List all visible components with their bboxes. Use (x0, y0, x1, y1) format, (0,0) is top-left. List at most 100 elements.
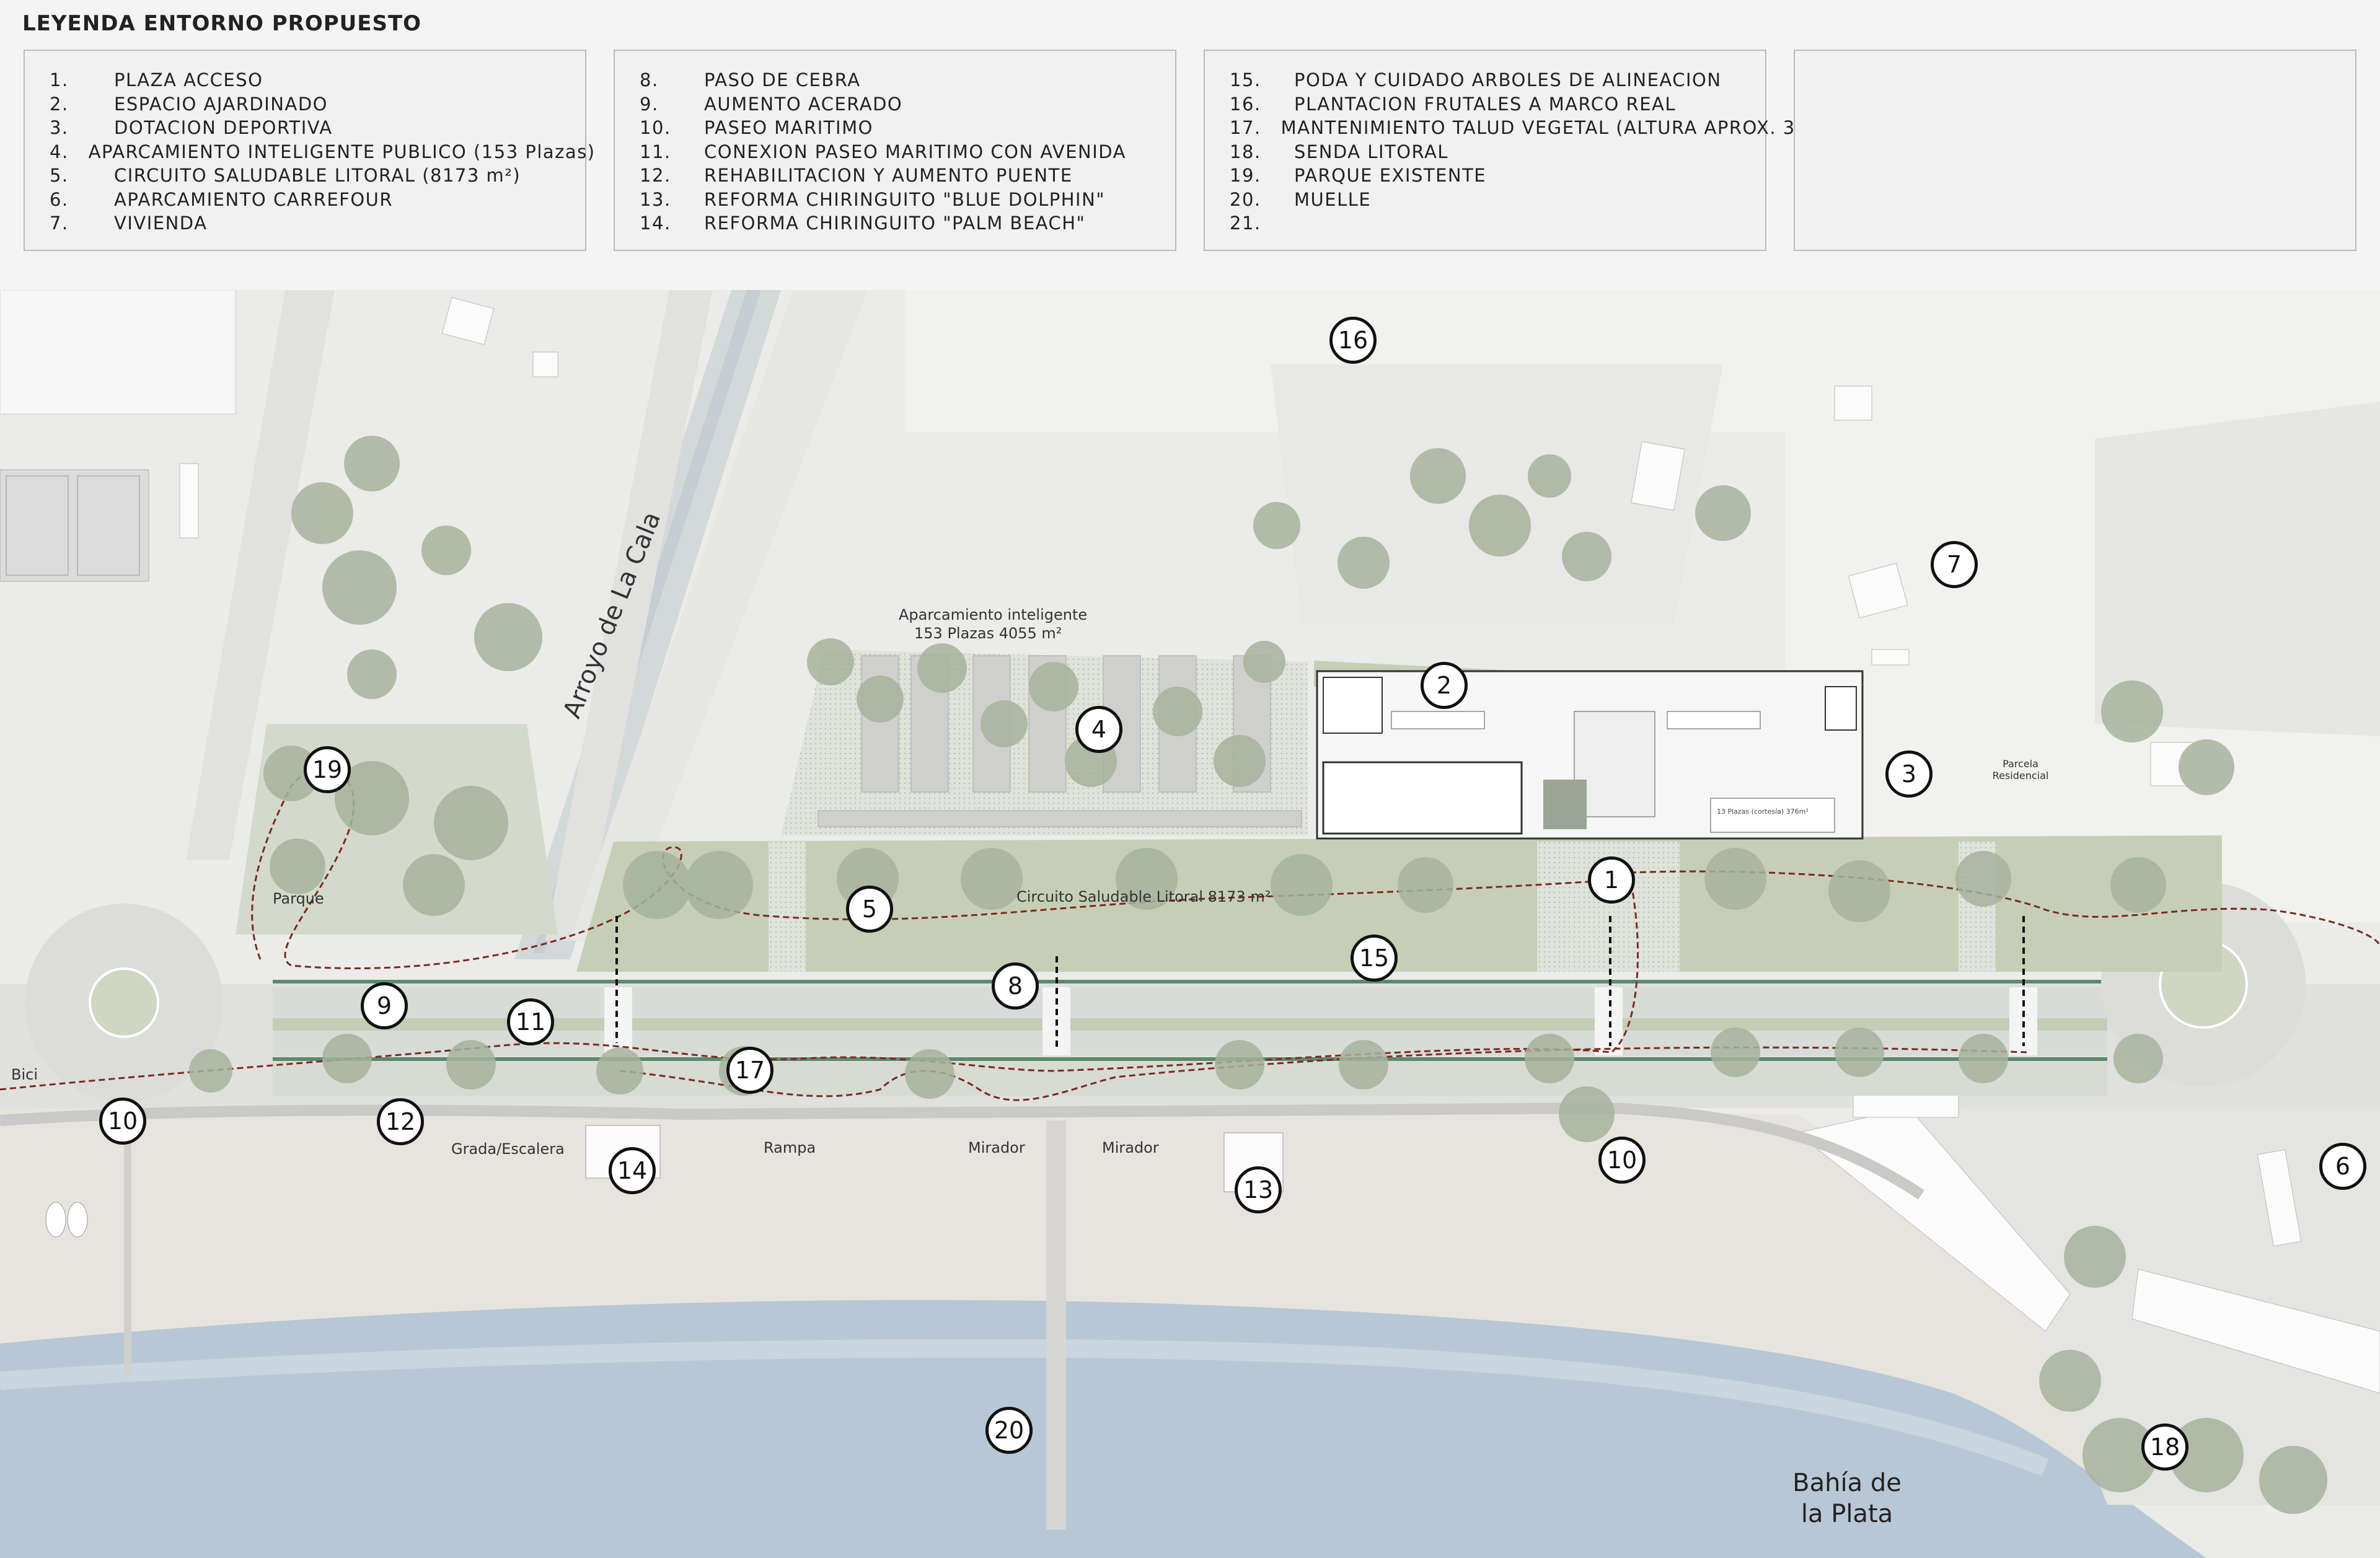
marker-15[interactable]: 15 (1351, 935, 1398, 982)
site-plan-map[interactable]: Arroyo de La Cala Aparcamiento inteligen… (0, 290, 2380, 1558)
legend-item-number: 11. (640, 141, 671, 162)
legend-item: 1. PLAZA ACCESO (25, 68, 585, 92)
legend-item: 9.AUMENTO ACERADO (615, 92, 1175, 117)
legend-item-number: 20. (1230, 188, 1261, 210)
legend-item-label: PODA Y CUIDADO ARBOLES DE ALINEACION (1294, 69, 1722, 90)
marker-18[interactable]: 18 (2141, 1424, 2188, 1471)
vivienda-building (1848, 563, 1908, 618)
legend-item-label: APARCAMIENTO INTELIGENTE PUBLICO (153 Pl… (88, 141, 596, 162)
legend-item-number: 13. (640, 188, 671, 210)
legend-item-label: ESPACIO AJARDINADO (114, 93, 328, 115)
legend-item-number: 10. (640, 117, 671, 138)
legend-item: 3. DOTACION DEPORTIVA (25, 116, 585, 140)
sea (0, 1300, 2206, 1558)
paseo-maritimo (0, 1102, 1924, 1200)
marker-17[interactable]: 17 (726, 1047, 774, 1094)
marker-1[interactable]: 1 (1588, 856, 1635, 904)
legend-item: 14. REFORMA CHIRINGUITO "PALM BEACH" (615, 211, 1175, 235)
legend-item: 12. REHABILITACION Y AUMENTO PUENTE (615, 164, 1175, 188)
sports-courts (0, 469, 149, 582)
legend-item: 21. (1205, 211, 1765, 235)
legend-item: 16.PLANTACION FRUTALES A MARCO REAL (1205, 92, 1765, 117)
legend-item-label: PARQUE EXISTENTE (1294, 165, 1487, 186)
legend-item: 15. PODA Y CUIDADO ARBOLES DE ALINEACION (1205, 68, 1765, 92)
legend-item-number: 16. (1230, 93, 1261, 115)
legend-item: 2. ESPACIO AJARDINADO (25, 92, 585, 117)
field-area (905, 290, 2380, 922)
marker-11[interactable]: 11 (507, 998, 554, 1045)
grada-label: Grada/Escalera (451, 1140, 565, 1158)
legend-item-number: 3. (50, 117, 69, 138)
legend-item: 18. SENDA LITORAL (1205, 140, 1765, 164)
marker-10[interactable]: 10 (99, 1098, 146, 1145)
marker-3[interactable]: 3 (1885, 750, 1933, 798)
marker-20[interactable]: 20 (985, 1407, 1033, 1454)
parque-label: Parque (273, 890, 324, 907)
parking-detail-label: 153 Plazas 4055 m² (914, 625, 1062, 642)
legend-item-number: 1. (50, 69, 69, 90)
legend-item-number: 12. (640, 165, 671, 186)
legend-item-number: 15. (1230, 69, 1261, 90)
marker-9[interactable]: 9 (361, 982, 408, 1029)
legend-item-number: 5. (50, 165, 69, 186)
bici-label: Bici (11, 1066, 38, 1083)
marker-6[interactable]: 6 (2319, 1143, 2366, 1190)
circuit-label: Circuito Saludable Litoral 8173 m² (1016, 888, 1271, 905)
marker-16[interactable]: 16 (1329, 317, 1377, 364)
legend-item-number: 17. (1230, 117, 1261, 138)
legend-item-number: 9. (640, 93, 659, 115)
legend-item-label: MANTENIMIENTO TALUD VEGETAL (ALTURA APRO… (1280, 117, 1822, 138)
legend-item: 11. CONEXION PASEO MARITIMO CON AVENIDA (615, 140, 1175, 164)
marker-12[interactable]: 12 (377, 1098, 424, 1145)
legend-item-label: SENDA LITORAL (1294, 141, 1449, 162)
marker-10b[interactable]: 10 (1598, 1137, 1646, 1184)
marker-13[interactable]: 13 (1235, 1166, 1282, 1213)
legend-item-label (1274, 211, 1294, 235)
legend-column-1: 1. PLAZA ACCESO 2. ESPACIO AJARDINADO 3. DO… (24, 50, 594, 251)
legend-item-label: REFORMA CHIRINGUITO "PALM BEACH" (704, 213, 1086, 234)
marker-8[interactable]: 8 (992, 962, 1039, 1010)
legend-item: 20. MUELLE (1205, 188, 1765, 212)
legend-item: 5.CIRCUITO SALUDABLE LITORAL (8173 m²) (25, 164, 585, 188)
parking-carrefour-building (2131, 1269, 2380, 1394)
legend-item-label: PLAZA ACCESO (114, 69, 263, 90)
legend-item: 8. PASO DE CEBRA (615, 68, 1175, 92)
marker-19[interactable]: 19 (304, 746, 351, 793)
legend-item-number: 8. (640, 69, 659, 90)
legend-item-label: PASEO MARITIMO (704, 117, 873, 138)
marker-2[interactable]: 2 (1421, 662, 1468, 709)
legend-item-number: 4. (50, 141, 69, 162)
legend-item-label: PASO DE CEBRA (704, 69, 861, 90)
legend-item-label: REFORMA CHIRINGUITO "BLUE DOLPHIN" (704, 188, 1106, 210)
mirador-label-2: Mirador (1102, 1139, 1159, 1156)
bahia-label: Bahía de la Plata (1792, 1469, 1902, 1528)
legend-item-label: VIVIENDA (114, 213, 208, 234)
legend-item: 7.VIVIENDA (25, 211, 585, 235)
avenue-left (186, 290, 335, 860)
muelle-pier (1046, 1120, 1066, 1529)
marker-4[interactable]: 4 (1075, 706, 1122, 753)
legend-item-label: CONEXION PASEO MARITIMO CON AVENIDA (704, 141, 1126, 162)
legend-column-2: 8. PASO DE CEBRA 9.AUMENTO ACERADO 10. PAS… (614, 50, 1176, 251)
legend-item-number: 2. (50, 93, 69, 115)
legend-item-number: 21. (1230, 213, 1261, 234)
parcela-label: Parcela Residencial (1992, 758, 2049, 781)
legend-item: 4. APARCAMIENTO INTELIGENTE PUBLICO (153 … (25, 140, 594, 164)
legend-item-label: DOTACION DEPORTIVA (114, 117, 333, 138)
legend-item-label: REHABILITACION Y AUMENTO PUENTE (704, 165, 1073, 186)
marker-7[interactable]: 7 (1931, 541, 1978, 588)
legend-item-label: MUELLE (1294, 188, 1372, 210)
plazas-cortesia-label: 13 Plazas (cortesía) 376m² (1717, 808, 1809, 816)
legend-column-4-empty (1794, 50, 2356, 251)
legend-item-number: 18. (1230, 141, 1261, 162)
legend-item: 10. PASEO MARITIMO (615, 116, 1175, 140)
parking-title-label: Aparcamiento inteligente (899, 606, 1088, 623)
site-plan-drawing (0, 290, 2380, 1558)
marker-14[interactable]: 14 (609, 1147, 656, 1194)
legend-item: 13. REFORMA CHIRINGUITO "BLUE DOLPHIN" (615, 188, 1175, 212)
marker-5[interactable]: 5 (846, 886, 893, 933)
legend-item: 17. MANTENIMIENTO TALUD VEGETAL (ALTURA A… (1205, 116, 1821, 140)
legend-item-number: 14. (640, 213, 671, 234)
legend-title: LEYENDA ENTORNO PROPUESTO (22, 11, 422, 36)
tree-canopy (189, 436, 2327, 1514)
